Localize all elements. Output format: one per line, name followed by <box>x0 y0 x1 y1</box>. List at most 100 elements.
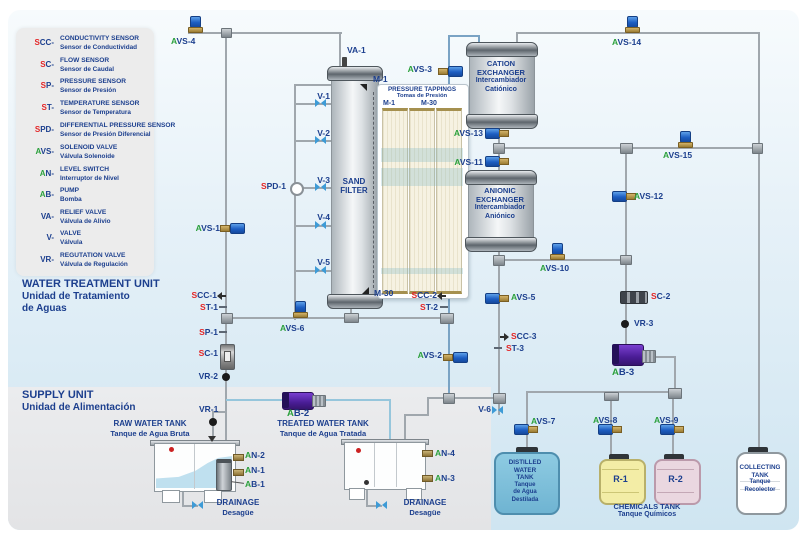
r2-tank-cap <box>664 454 684 461</box>
valve-v-4[interactable] <box>315 221 326 230</box>
regulation-valve-vr-1[interactable] <box>209 418 217 426</box>
r1-tank <box>599 459 646 505</box>
solenoid-valve-avs-8[interactable] <box>598 424 622 435</box>
label-vr-1: VR-1 <box>199 404 219 414</box>
legend-key-sp: SP- <box>40 81 54 90</box>
section-title-water-treatment: WATER TREATMENT UNIT <box>22 278 160 290</box>
section-title-supply: SUPPLY UNIT <box>22 389 94 401</box>
distilled-tank-label: DISTILLED WATER TANK Tanque de Agua Dest… <box>508 459 542 503</box>
pipe-fitting <box>668 388 682 399</box>
legend-name-sc: FLOW SENSOR <box>60 57 110 64</box>
pipe-fitting <box>440 313 454 324</box>
solenoid-valve-avs-1[interactable] <box>220 223 245 234</box>
raw-tank-leg <box>162 490 180 503</box>
legend-sub-vr: Válvula de Regulación <box>60 260 128 268</box>
label-avs-3: AVS-3 <box>407 64 432 74</box>
solenoid-valve-avs-12[interactable] <box>612 191 636 202</box>
r2-tank-label: R-2 <box>668 474 683 484</box>
valve-v-1[interactable] <box>315 99 326 108</box>
raw-tank-drainage-label: DRAINAGE Desagüe <box>216 498 260 517</box>
solenoid-valve-avs-6[interactable] <box>293 301 308 318</box>
valve-v-3[interactable] <box>315 183 326 192</box>
pump-ab-2[interactable] <box>280 390 326 410</box>
anionic-exchanger-top-cap <box>465 170 537 185</box>
label-v-2: V-2 <box>317 128 330 138</box>
pump-ab-3[interactable] <box>610 342 658 366</box>
pipe <box>317 399 391 401</box>
solenoid-valve-avs-3[interactable] <box>438 66 463 77</box>
pipe <box>404 414 406 444</box>
solenoid-valve-avs-13[interactable] <box>485 128 509 139</box>
label-ab-3: AB-3 <box>612 367 635 378</box>
pipe <box>182 505 198 507</box>
pipe <box>294 84 333 86</box>
level-switch-an-4-stud <box>422 450 433 457</box>
treated-tank-drain-valve[interactable] <box>376 501 387 510</box>
regulation-valve-vr-2[interactable] <box>222 373 230 381</box>
chemicals-tank-label: CHEMICALS TANK Tanque Químicos <box>613 502 681 518</box>
solenoid-valve-avs-10[interactable] <box>550 243 565 260</box>
label-vr-2: VR-2 <box>198 371 218 381</box>
pipe <box>366 505 382 507</box>
manometer-scale-band <box>381 168 463 186</box>
treated-tank-name: TREATED WATER TANK Tanque de Agua Tratad… <box>277 419 369 438</box>
pipe <box>294 84 296 320</box>
legend-key-st: ST- <box>41 103 54 112</box>
solenoid-valve-avs-15[interactable] <box>678 131 693 148</box>
pipe <box>404 414 429 416</box>
legend-key-avs: AVS- <box>35 147 54 156</box>
label-an-3: AN-3 <box>435 473 455 483</box>
label-avs-5: AVS-5 <box>511 292 536 302</box>
section-subtitle-water-treatment-1: Unidad de Tratamiento <box>22 291 130 302</box>
manometer-scale-band <box>381 268 463 274</box>
solenoid-valve-avs-4[interactable] <box>188 16 203 33</box>
valve-v-2[interactable] <box>315 136 326 145</box>
label-st-1: ST-1 <box>200 302 218 312</box>
label-avs-10: AVS-10 <box>540 263 570 273</box>
r1-tank-cap <box>609 454 629 461</box>
solenoid-valve-avs-2[interactable] <box>443 352 468 363</box>
legend-name-v: VALVE <box>60 230 82 237</box>
legend-sub-avs: Válvula Solenoide <box>60 152 115 160</box>
legend-sub-sp: Sensor de Presión <box>60 86 117 94</box>
raw-tank-leg <box>204 490 222 503</box>
label-avs-4: AVS-4 <box>171 36 196 46</box>
solenoid-valve-avs-11[interactable] <box>485 156 509 167</box>
r2-tank <box>654 459 701 505</box>
pipe <box>448 35 480 37</box>
pipe <box>758 32 760 453</box>
label-avs-12: AVS-12 <box>634 191 664 201</box>
pump-ab-1[interactable] <box>216 459 232 491</box>
relief-valve-va-1-fitting[interactable] <box>342 57 347 67</box>
legend-name-an: LEVEL SWITCH <box>60 166 109 173</box>
label-v-4: V-4 <box>317 212 330 222</box>
raw-tank-drain-valve[interactable] <box>192 501 203 510</box>
pipe <box>213 411 227 413</box>
label-avs-14: AVS-14 <box>612 37 642 47</box>
legend-key-spd: SPD- <box>34 125 54 134</box>
label-v-6: V-6 <box>478 404 491 414</box>
r2-tank-rib <box>657 469 694 470</box>
pipe <box>644 356 676 358</box>
valve-v-6[interactable] <box>492 406 503 415</box>
pipe <box>498 248 500 400</box>
r1-tank-rib <box>602 469 639 470</box>
pipe-fitting <box>620 255 632 265</box>
pressure-tappings-m1: M-1 <box>383 100 396 107</box>
pipe-fitting <box>493 143 505 154</box>
solenoid-valve-avs-9[interactable] <box>660 424 684 435</box>
cation-exchanger-vessel <box>469 53 535 116</box>
solenoid-valve-avs-14[interactable] <box>625 16 640 33</box>
solenoid-valve-avs-5[interactable] <box>485 293 509 304</box>
label-v-5: V-5 <box>317 257 330 267</box>
regulation-valve-vr-3[interactable] <box>621 320 629 328</box>
treated-tank-divider <box>396 443 397 487</box>
solenoid-valve-avs-7[interactable] <box>514 424 538 435</box>
level-switch-an-1-stud <box>233 469 244 476</box>
valve-v-5[interactable] <box>315 266 326 275</box>
